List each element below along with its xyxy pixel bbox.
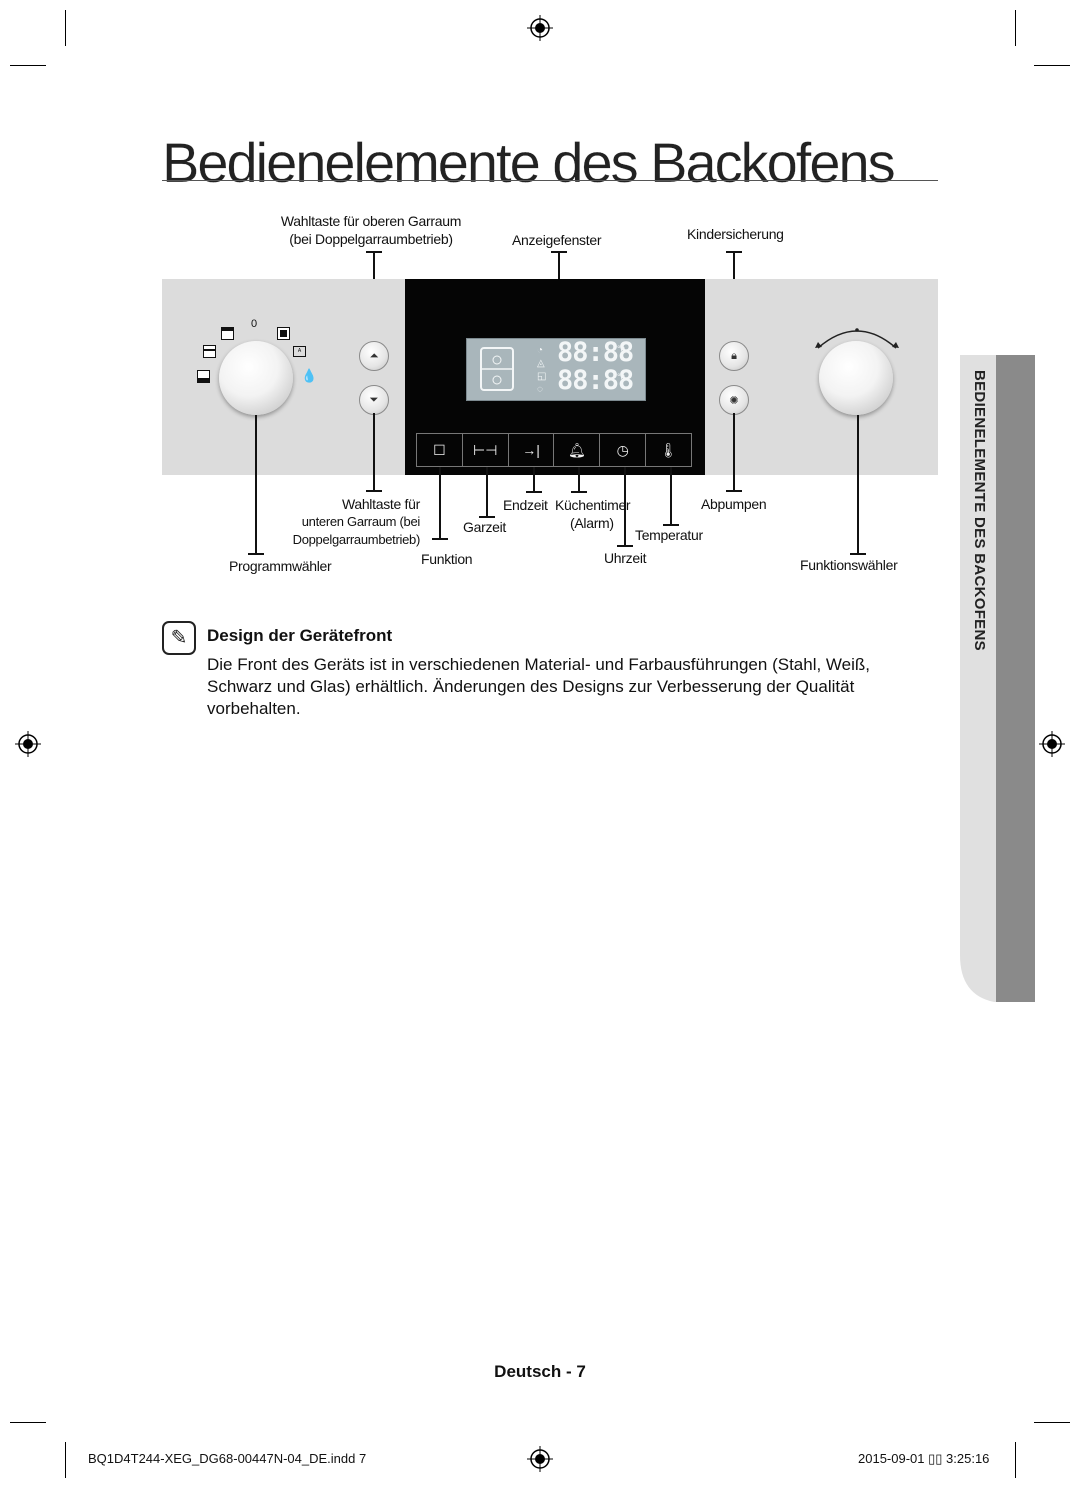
crop-mark (1034, 1422, 1070, 1423)
leader-line (439, 467, 441, 539)
pump-out-button[interactable]: ✺ (719, 385, 749, 415)
lcd-digits-bottom: 88:88 (557, 365, 634, 396)
label-upper-select: Wahltaste für oberen Garraum (bei Doppel… (260, 213, 482, 247)
crop-mark (1015, 1442, 1016, 1478)
label-clock: Uhrzeit (604, 550, 647, 566)
steam-icon: 💧 (301, 368, 318, 383)
leader-line (255, 415, 257, 555)
page-number: Deutsch - 7 (494, 1362, 586, 1381)
registration-mark-icon (1039, 731, 1065, 757)
leader-line (432, 538, 448, 540)
square-icon: ☐ (433, 441, 446, 458)
lower-compartment-button[interactable]: ⏷ (359, 385, 389, 415)
side-tab-label: BEDIENELEMENTE DES BACKOFENS (971, 370, 988, 651)
leader-line (526, 491, 542, 493)
thermometer-icon: 🌡︎ (659, 441, 678, 458)
label-upper-select-line2: (bei Doppelgarraumbetrieb) (289, 231, 453, 247)
oven-cavity-icon (480, 347, 514, 391)
leader-line (850, 553, 866, 555)
crop-mark (1034, 65, 1070, 66)
cook-time-icon: ⊢⊣ (473, 441, 498, 458)
knob-arc-icon (815, 328, 899, 349)
leader-line (726, 490, 742, 492)
leader-line (366, 490, 382, 492)
leader-line (857, 415, 859, 555)
label-lower-select-line3: Doppelgarraumbetrieb) (292, 532, 421, 547)
note-icon: ✎ (162, 621, 196, 655)
leader-line (479, 516, 495, 518)
crop-mark (65, 10, 66, 46)
leader-line (551, 251, 567, 253)
lcd-unit-bottom: °c (617, 372, 626, 382)
oven-dual-icon (203, 345, 216, 358)
cook-time-button[interactable]: ⊢⊣ (462, 433, 509, 467)
oven-bottom-icon (197, 370, 210, 383)
footer-timestamp: 2015-09-01 ▯▯ 3:25:16 (858, 1451, 990, 1466)
kitchen-timer-button[interactable]: 🔔︎ (554, 433, 601, 467)
label-lower-select-line1: Wahltaste für (341, 496, 420, 512)
clock-icon: ◷ (616, 441, 629, 458)
registration-mark-icon (527, 15, 553, 41)
label-end-time: Endzeit (503, 497, 548, 513)
registration-mark-icon (15, 731, 41, 757)
upper-compartment-button[interactable]: ⏶ (359, 341, 389, 371)
function-button[interactable]: ☐ (416, 433, 463, 467)
label-upper-select-line1: Wahltaste für oberen Garraum (280, 213, 462, 229)
temperature-button[interactable]: 🌡︎ (646, 433, 692, 467)
auto-icon: A (293, 346, 306, 357)
page-title: Bedienelemente des Backofens (162, 131, 896, 194)
registration-mark-icon (527, 1446, 553, 1472)
title-rule (162, 180, 938, 181)
label-lower-select: Wahltaste für unteren Garraum (bei Doppe… (268, 495, 421, 549)
end-time-icon: →| (522, 442, 540, 458)
label-pump-out: Abpumpen (701, 496, 767, 512)
end-time-button[interactable]: →| (508, 433, 555, 467)
leader-line (533, 467, 535, 492)
leader-line (624, 467, 626, 546)
section-side-tab (960, 355, 1035, 1002)
crop-mark (10, 1422, 46, 1423)
crop-mark (10, 65, 46, 66)
footer-filename: BQ1D4T244-XEG_DG68-00447N-04_DE.indd 7 (88, 1451, 367, 1466)
leader-line (663, 524, 679, 526)
knob-zero-label: 0 (251, 318, 258, 330)
label-display: Anzeigefenster (512, 232, 602, 248)
display-window: ◔◬◱◌ 88:88 88:88 °c °c (466, 337, 646, 401)
crop-mark (1015, 10, 1016, 46)
lcd-digits-top: 88:88 (557, 337, 634, 368)
note-body: Die Front des Geräts ist in verschiedene… (207, 655, 870, 718)
oven-full-icon (277, 327, 290, 340)
lcd-unit-top: °c (617, 344, 626, 354)
label-function-selector: Funktionswähler (800, 557, 898, 573)
label-program: Programmwähler (229, 558, 332, 574)
leader-line (733, 413, 735, 491)
leader-line (578, 467, 580, 492)
leader-line (726, 251, 742, 253)
label-kitchen-timer: Küchentimer (555, 497, 631, 513)
leader-line (571, 491, 587, 493)
lcd-timer-icons: ◔◬◱◌ (537, 345, 547, 395)
oven-top-icon (221, 327, 234, 340)
child-lock-button[interactable]: 🔒︎ (719, 341, 749, 371)
leader-line (366, 251, 382, 253)
leader-line (486, 467, 488, 517)
function-selector-knob[interactable] (819, 341, 893, 415)
leader-line (670, 467, 672, 525)
label-function: Funktion (421, 551, 473, 567)
bell-icon: 🔔︎ (568, 441, 586, 458)
crop-mark (65, 1442, 66, 1478)
label-alarm: (Alarm) (570, 515, 614, 531)
leader-line (248, 553, 264, 555)
label-child-lock: Kindersicherung (687, 226, 784, 242)
leader-line (617, 545, 633, 547)
leader-line (373, 413, 375, 491)
label-lower-select-line2: unteren Garraum (bei (301, 514, 421, 529)
label-temperature: Temperatur (635, 527, 703, 543)
touch-button-row: ☐ ⊢⊣ →| 🔔︎ ◷ 🌡︎ (416, 433, 692, 467)
clock-button[interactable]: ◷ (600, 433, 647, 467)
note-heading: Design der Gerätefront (207, 626, 393, 645)
label-cook-time: Garzeit (463, 519, 507, 535)
program-selector-knob[interactable] (219, 341, 293, 415)
